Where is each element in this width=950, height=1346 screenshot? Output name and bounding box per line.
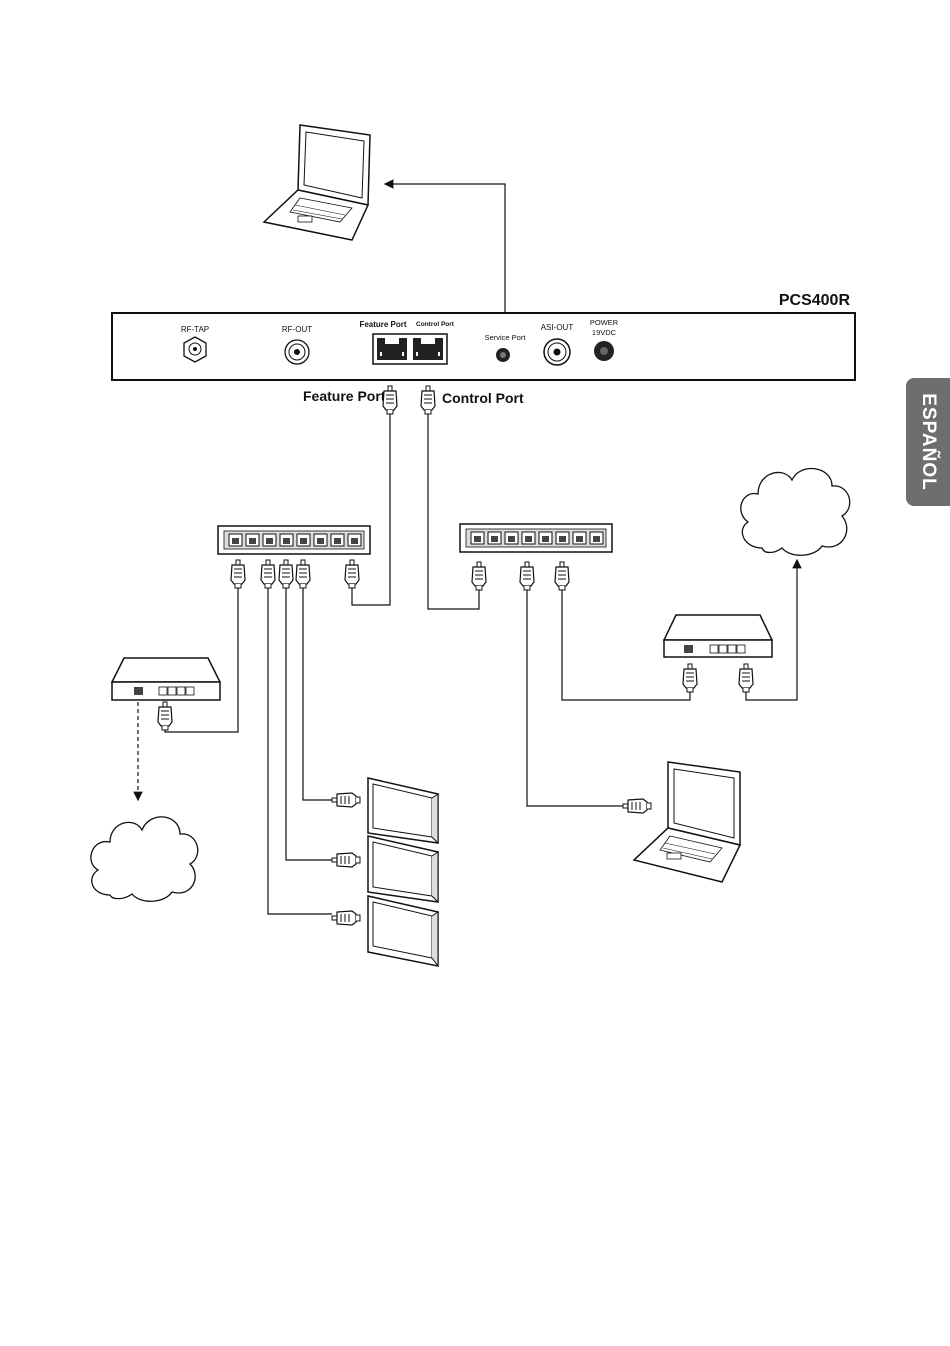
cloud-icon [741,469,850,556]
rj45-plug-icon [555,562,569,590]
power-label-line2: 19VDC [592,328,617,337]
rj45-plug-icon [472,562,486,590]
laptop-icon [264,125,370,240]
language-tab-label: ESPAÑOL [917,393,939,490]
feature-port-callout: Feature Port [303,388,386,404]
rj45-plug-icon [421,386,435,414]
pcs400r-rear-panel [112,313,855,380]
rj45-plug-icon [279,560,293,588]
cloud-icon [91,817,198,901]
control-port-panel-label: Control Port [416,321,455,328]
rf-tap-label: RF-TAP [181,325,209,334]
language-tab: ESPAÑOL [906,378,950,506]
bnc-connector-icon [544,339,570,365]
rf-out-label: RF-OUT [282,325,312,334]
rj45-plug-icon [623,799,651,813]
control-port-callout: Control Port [442,390,524,406]
rj45-plug-icon [520,562,534,590]
tv-icon [368,778,438,843]
tv-icon [368,896,438,966]
power-jack-icon [594,341,614,361]
rj45-plug-icon [683,664,697,692]
rj45-plug-icon [739,664,753,692]
router-icon [664,615,772,657]
rj45-plug-icon [332,853,360,867]
router-icon [112,658,220,700]
rj45-plug-icon [345,560,359,588]
service-port-label: Service Port [485,333,527,342]
power-label-line1: POWER [590,318,619,327]
feature-port-panel-label: Feature Port [359,320,406,329]
rj45-plug-icon [231,560,245,588]
switch-icon [218,526,370,554]
laptop-icon [634,762,740,882]
service-port-connector-icon [496,348,510,362]
tv-icon [368,836,438,902]
f-connector-icon [184,337,206,362]
bnc-connector-icon [285,340,309,364]
asi-out-label: ASI-OUT [541,323,574,332]
device-model-label: PCS400R [779,292,851,309]
rj45-plug-icon [332,793,360,807]
rj45-jack-pair [373,334,447,364]
rj45-plug-icon [158,702,172,730]
rj45-plug-icon [332,911,360,925]
rj45-plug-icon [261,560,275,588]
switch-icon [460,524,612,552]
rj45-plug-icon [296,560,310,588]
